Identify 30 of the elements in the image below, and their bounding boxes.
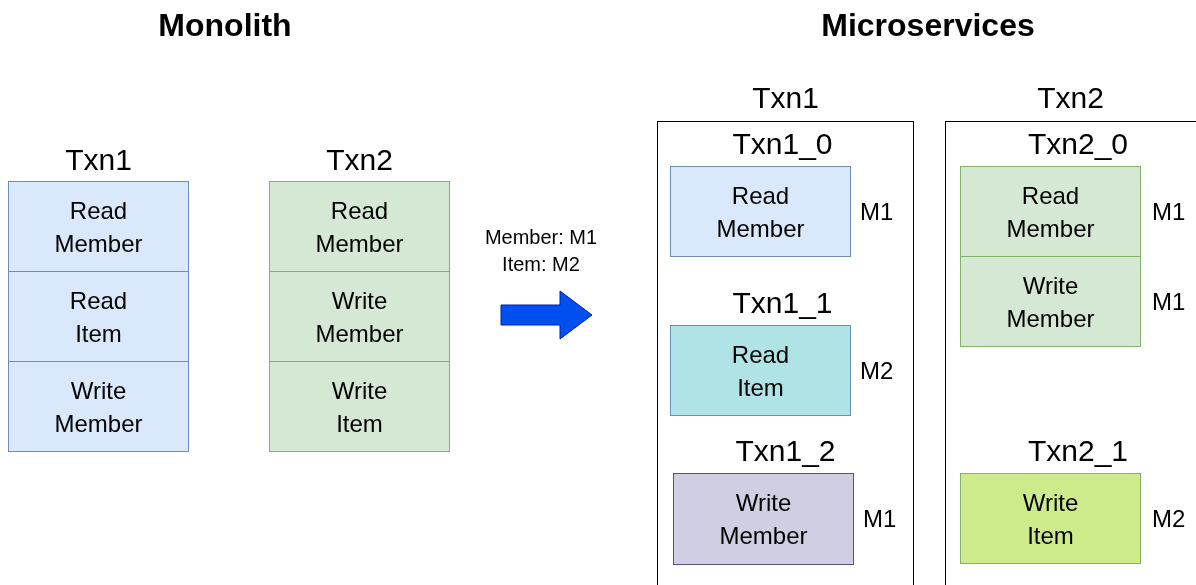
step-box: Read Member	[670, 166, 851, 257]
service-label: M1	[860, 196, 894, 227]
service-label: M1	[1152, 286, 1186, 317]
service-label: M1	[1152, 196, 1186, 227]
step-box: Read Member	[960, 166, 1141, 257]
step-box: Read Item	[8, 271, 189, 362]
step-box: Write Member	[960, 256, 1141, 347]
transaction-label: Txn1	[751, 80, 820, 116]
step-box: Write Member	[8, 361, 189, 452]
step-box: Read Member	[269, 181, 450, 272]
mapping-note: Member: M1 Item: M2	[483, 225, 599, 277]
step-box: Write Item	[960, 473, 1141, 564]
transaction-label: Txn1	[64, 142, 133, 178]
transaction-label: Txn2_0	[1026, 126, 1130, 162]
service-label: M2	[1152, 503, 1186, 534]
step-box: Write Member	[269, 271, 450, 362]
section-heading: Microservices	[820, 6, 1036, 45]
service-label: M1	[863, 504, 897, 534]
transaction-label: Txn1_1	[731, 285, 834, 321]
transaction-label: Txn1_2	[734, 433, 837, 469]
step-box: Write Item	[269, 361, 450, 452]
transaction-label: Txn2_1	[1026, 433, 1130, 469]
step-box: Write Member	[673, 473, 854, 565]
service-label: M2	[860, 355, 894, 386]
transaction-label: Txn2	[1036, 80, 1105, 116]
step-box: Read Member	[8, 181, 189, 272]
section-heading: Monolith	[157, 6, 293, 45]
step-box: Read Item	[670, 325, 851, 416]
transaction-label: Txn1_0	[731, 126, 834, 162]
transaction-label: Txn2	[325, 142, 394, 178]
